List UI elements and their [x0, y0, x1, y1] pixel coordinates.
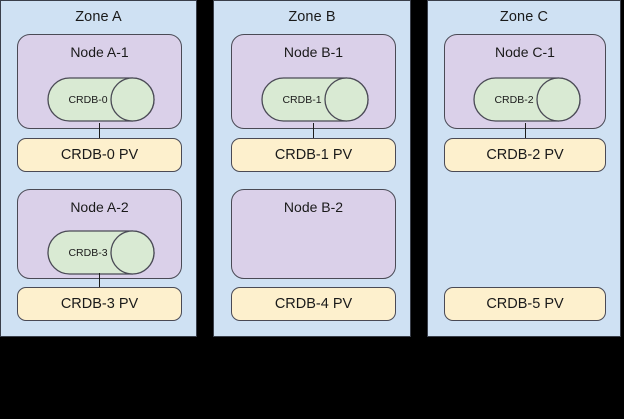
node-title-b-1: Node B-1 — [283, 44, 344, 60]
zone-panel-c: Zone C Node C-1 CRDB-2 CRDB-2 PV CRDB-5 … — [427, 0, 621, 337]
pv-box-crdb-5[interactable]: CRDB-5 PV — [444, 287, 606, 321]
connector-a-2 — [99, 273, 100, 289]
pod-cylinder-crdb-0[interactable]: CRDB-0 — [47, 77, 155, 122]
node-box-a-2[interactable]: Node A-2 CRDB-3 — [17, 189, 182, 279]
connector-a-1 — [99, 123, 100, 139]
zone-title-c: Zone C — [499, 9, 549, 25]
node-title-c-1: Node C-1 — [495, 44, 555, 60]
zone-panel-b: Zone B Node B-1 CRDB-1 CRDB-1 PV Node B-… — [213, 0, 411, 337]
pod-cylinder-crdb-2[interactable]: CRDB-2 — [473, 77, 581, 122]
node-title-a-1: Node A-1 — [70, 44, 129, 60]
pv-box-crdb-2[interactable]: CRDB-2 PV — [444, 138, 606, 172]
node-box-b-1[interactable]: Node B-1 CRDB-1 — [231, 34, 396, 129]
node-title-a-2: Node A-2 — [70, 199, 129, 215]
node-box-a-1[interactable]: Node A-1 CRDB-0 — [17, 34, 182, 129]
pv-box-crdb-0[interactable]: CRDB-0 PV — [17, 138, 182, 172]
pv-box-crdb-3[interactable]: CRDB-3 PV — [17, 287, 182, 321]
connector-c-1 — [525, 123, 526, 139]
zone-panel-a: Zone A Node A-1 CRDB-0 CRDB-0 PV Node A-… — [0, 0, 197, 337]
pod-cylinder-crdb-3[interactable]: CRDB-3 — [47, 230, 155, 275]
zone-title-a: Zone A — [75, 9, 122, 25]
pv-box-crdb-1[interactable]: CRDB-1 PV — [231, 138, 396, 172]
node-box-b-2[interactable]: Node B-2 — [231, 189, 396, 279]
node-title-b-2: Node B-2 — [283, 199, 344, 215]
pod-cylinder-crdb-1[interactable]: CRDB-1 — [261, 77, 369, 122]
pv-box-crdb-4[interactable]: CRDB-4 PV — [231, 287, 396, 321]
node-box-c-1[interactable]: Node C-1 CRDB-2 — [444, 34, 606, 129]
connector-b-1 — [313, 123, 314, 139]
zone-title-b: Zone B — [288, 9, 336, 25]
